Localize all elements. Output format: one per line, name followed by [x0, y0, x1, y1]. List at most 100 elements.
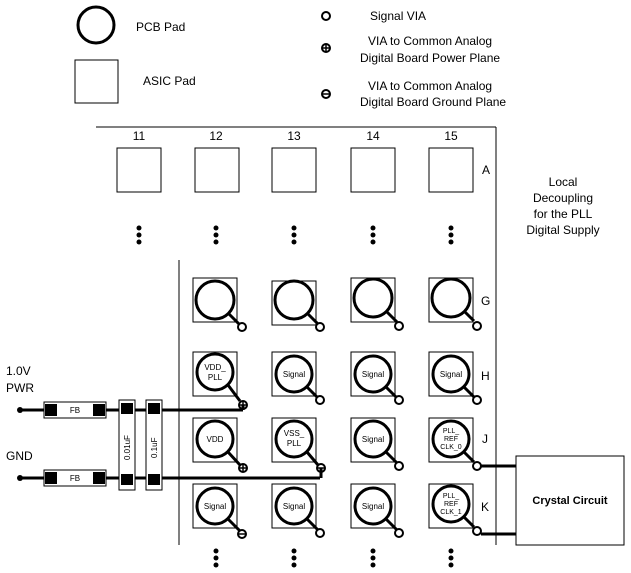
- pad-k15: PLL_ REF CLK_1: [428, 483, 482, 536]
- ellipsis-col-15-lower: [448, 548, 454, 568]
- asic-pad-a11: [116, 147, 162, 193]
- row-label-g: G: [481, 294, 490, 308]
- pad-g12: [192, 277, 247, 332]
- signal-via-j15: [472, 461, 482, 471]
- row-j-pads: VDD VSS_ PLL Signal PLL_ REF: [192, 417, 482, 473]
- power-terminal: [17, 407, 23, 413]
- crystal-circuit: Crystal Circuit: [481, 455, 625, 546]
- signal-via-legend-label: Signal VIA: [370, 9, 426, 23]
- legend: PCB Pad ASIC Pad Signal VIA VIA to Commo…: [74, 5, 506, 109]
- pad-g13: [271, 279, 325, 332]
- pad-j12: VDD: [192, 417, 248, 473]
- pad-h14: Signal: [350, 351, 404, 405]
- svg-text:CLK_0: CLK_0: [440, 444, 462, 451]
- svg-text:Local: Local: [549, 175, 578, 189]
- svg-text:0.01uF: 0.01uF: [123, 435, 132, 460]
- signal-via-h13: [315, 395, 325, 405]
- row-g-pads: [192, 277, 482, 332]
- svg-text:VDD: VDD: [207, 435, 224, 444]
- power-via-legend-label-2: Digital Board Power Plane: [360, 51, 500, 65]
- row-h-pads: VDD_ PLL Signal Signal Signal: [192, 351, 482, 410]
- power-via-legend-label-1: VIA to Common Analog: [368, 34, 492, 48]
- ground-via-legend-label-2: Digital Board Ground Plane: [360, 95, 506, 109]
- pad-h12: VDD_ PLL: [192, 351, 248, 410]
- ellipsis-col-13-lower: [291, 548, 297, 568]
- decoupling-note: Local Decoupling for the PLL Digital Sup…: [526, 175, 599, 237]
- signal-via-h14: [394, 395, 404, 405]
- capacitor-0.01uf: 0.01uF: [118, 399, 136, 491]
- svg-text:Signal: Signal: [362, 370, 384, 379]
- svg-text:PLL_: PLL_: [443, 428, 459, 435]
- gnd-label: GND: [6, 449, 33, 463]
- pad-h15: Signal: [428, 351, 482, 405]
- ferrite-bead-power: [43, 401, 107, 419]
- ellipsis-col-13-upper: [291, 225, 297, 245]
- signal-via-j14: [394, 461, 404, 471]
- ellipsis-col-14-upper: [370, 225, 376, 245]
- signal-via-g12: [237, 322, 247, 332]
- svg-text:PLL: PLL: [287, 439, 302, 448]
- svg-text:Signal: Signal: [362, 435, 384, 444]
- pad-j15: PLL_ REF CLK_0: [428, 417, 482, 471]
- column-label-14: 14: [366, 129, 380, 143]
- svg-text:0.1uF: 0.1uF: [150, 437, 159, 458]
- crystal-circuit-label: Crystal Circuit: [532, 495, 608, 507]
- supply-network: FB FB 0.01uF 0.1uF 1.0V PWR GND: [6, 364, 323, 491]
- pcb-pad-legend-icon: [76, 5, 116, 45]
- pad-k12: Signal: [192, 483, 247, 539]
- ferrite-bead-gnd-label: FB: [70, 474, 80, 483]
- pad-g14: [350, 277, 404, 331]
- ferrite-bead-power-label: FB: [70, 406, 80, 415]
- row-a-pads: [116, 147, 474, 193]
- column-labels: 11 12 13 14 15: [133, 129, 458, 143]
- power-label-1: 1.0V: [6, 364, 31, 378]
- signal-via-h15: [472, 395, 482, 405]
- signal-via-legend-icon: [321, 11, 331, 21]
- pad-h13: Signal: [271, 351, 325, 405]
- ground-via-legend-label-1: VIA to Common Analog: [368, 79, 492, 93]
- svg-text:VDD_: VDD_: [204, 363, 226, 372]
- pad-k14: Signal: [350, 483, 404, 538]
- signal-via-k13: [315, 528, 325, 538]
- signal-via-k14: [394, 528, 404, 538]
- asic-pad-a12: [194, 147, 240, 193]
- gnd-terminal: [17, 475, 23, 481]
- row-label-h: H: [481, 369, 490, 383]
- power-label-2: PWR: [6, 381, 34, 395]
- asic-pad-a15: [428, 147, 474, 193]
- svg-text:Digital Supply: Digital Supply: [526, 223, 599, 237]
- svg-text:Signal: Signal: [204, 502, 226, 511]
- row-labels: A G H J K: [481, 163, 490, 514]
- ellipsis-col-12-lower: [213, 548, 219, 568]
- pad-j13: VSS_ PLL: [271, 417, 326, 473]
- ellipsis-col-15-upper: [448, 225, 454, 245]
- svg-text:VSS_: VSS_: [284, 429, 305, 438]
- row-label-a: A: [482, 163, 490, 177]
- row-label-k: K: [481, 500, 489, 514]
- column-label-13: 13: [287, 129, 301, 143]
- svg-text:CLK_1: CLK_1: [440, 509, 462, 516]
- column-label-12: 12: [209, 129, 223, 143]
- svg-text:REF: REF: [444, 501, 458, 508]
- row-label-j: J: [482, 432, 488, 446]
- row-k-pads: Signal Signal Signal PLL_ REF CLK_1: [192, 483, 482, 539]
- crystal-circuit-box: [515, 455, 625, 546]
- svg-text:PLL_: PLL_: [443, 493, 459, 500]
- svg-text:Signal: Signal: [362, 502, 384, 511]
- pad-j14: Signal: [350, 417, 404, 471]
- column-label-11: 11: [133, 129, 146, 143]
- capacitor-0.1uf: 0.1uF: [145, 399, 163, 491]
- pad-k13: Signal: [271, 483, 325, 538]
- svg-text:Signal: Signal: [283, 502, 305, 511]
- svg-text:PLL: PLL: [208, 373, 223, 382]
- svg-text:REF: REF: [444, 436, 458, 443]
- svg-text:Signal: Signal: [283, 370, 305, 379]
- asic-pad-a14: [350, 147, 396, 193]
- signal-via-g13: [315, 322, 325, 332]
- svg-text:Signal: Signal: [440, 370, 462, 379]
- pad-g15: [428, 277, 482, 331]
- asic-pad-a13: [271, 147, 317, 193]
- ferrite-bead-gnd: [43, 469, 107, 487]
- ellipsis-col-12-upper: [213, 225, 219, 245]
